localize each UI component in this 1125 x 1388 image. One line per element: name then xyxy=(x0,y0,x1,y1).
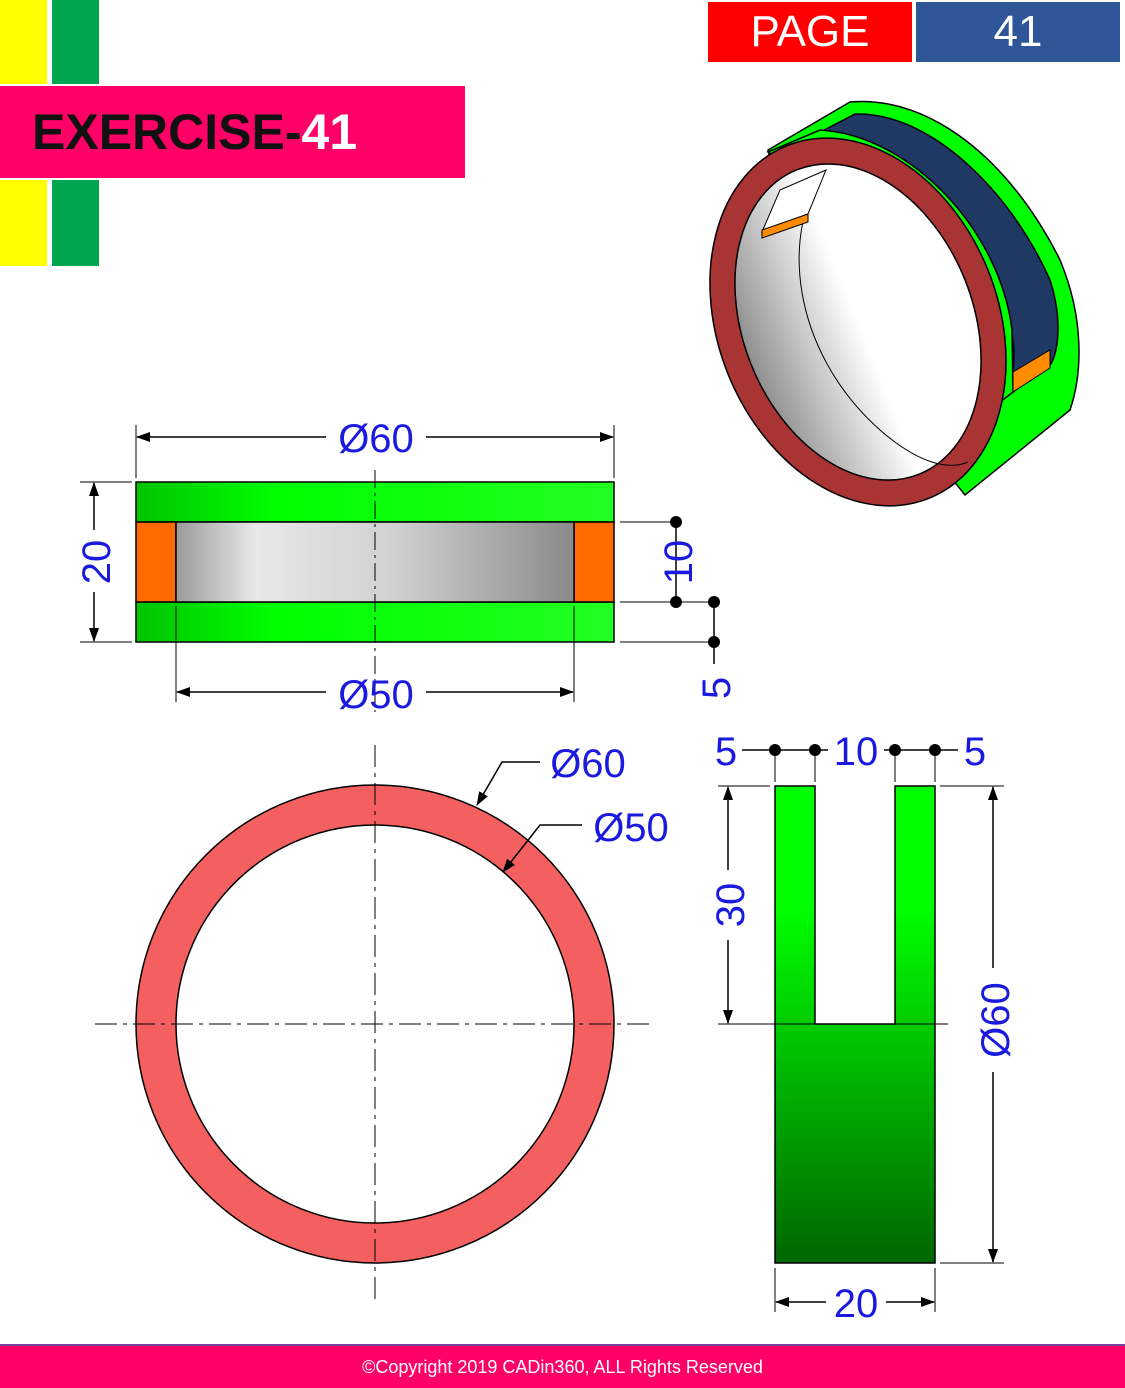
dim-side-slot-depth: 30 xyxy=(709,883,753,928)
green-stripe-top xyxy=(52,0,99,84)
dim-top-inner-diameter: Ø50 xyxy=(593,806,669,850)
iso-inner-edge xyxy=(798,169,969,466)
dim-top-outer-diameter: Ø60 xyxy=(550,742,626,786)
dim-side-left-wall: 5 xyxy=(715,730,737,774)
dim-front-wall: 5 xyxy=(695,677,739,699)
dim-front-height: 20 xyxy=(75,540,119,585)
dim-side-outer-diameter: Ø60 xyxy=(974,982,1018,1058)
iso-slot-floor xyxy=(761,213,809,239)
exercise-number: 41 xyxy=(301,104,358,160)
copyright-footer: ©Copyright 2019 CADin360, ALL Rights Res… xyxy=(0,1344,1125,1388)
dim-side-width: 20 xyxy=(834,1282,879,1326)
iso-bore xyxy=(734,163,982,481)
green-stripe-bottom xyxy=(52,180,99,266)
dim-front-inner-diameter: Ø50 xyxy=(338,673,414,717)
dim-front-outer-diameter: Ø60 xyxy=(338,417,414,461)
top-view: Ø60 Ø50 xyxy=(95,742,669,1305)
front-slot-right xyxy=(573,521,615,603)
dim-front-slot-height: 10 xyxy=(657,540,701,585)
front-view: Ø60 20 10 5 Ø50 xyxy=(75,417,739,717)
page-label: PAGE xyxy=(708,2,912,62)
side-view: 5 10 5 30 Ø60 20 xyxy=(709,730,1018,1326)
dim-side-right-wall: 5 xyxy=(964,730,986,774)
isometric-view xyxy=(709,100,1080,507)
yellow-stripe-top xyxy=(0,0,47,84)
exercise-title: EXERCISE- xyxy=(32,104,302,160)
exercise-banner: EXERCISE-41 xyxy=(0,86,465,178)
yellow-stripe-bottom xyxy=(0,180,47,266)
page-number: 41 xyxy=(916,2,1120,62)
iso-slot-end-right xyxy=(1012,349,1051,393)
front-slot-left xyxy=(135,521,177,603)
technical-drawing: Ø60 20 10 5 Ø50 Ø60 xyxy=(75,100,1080,1326)
dim-side-slot-width: 10 xyxy=(834,730,879,774)
